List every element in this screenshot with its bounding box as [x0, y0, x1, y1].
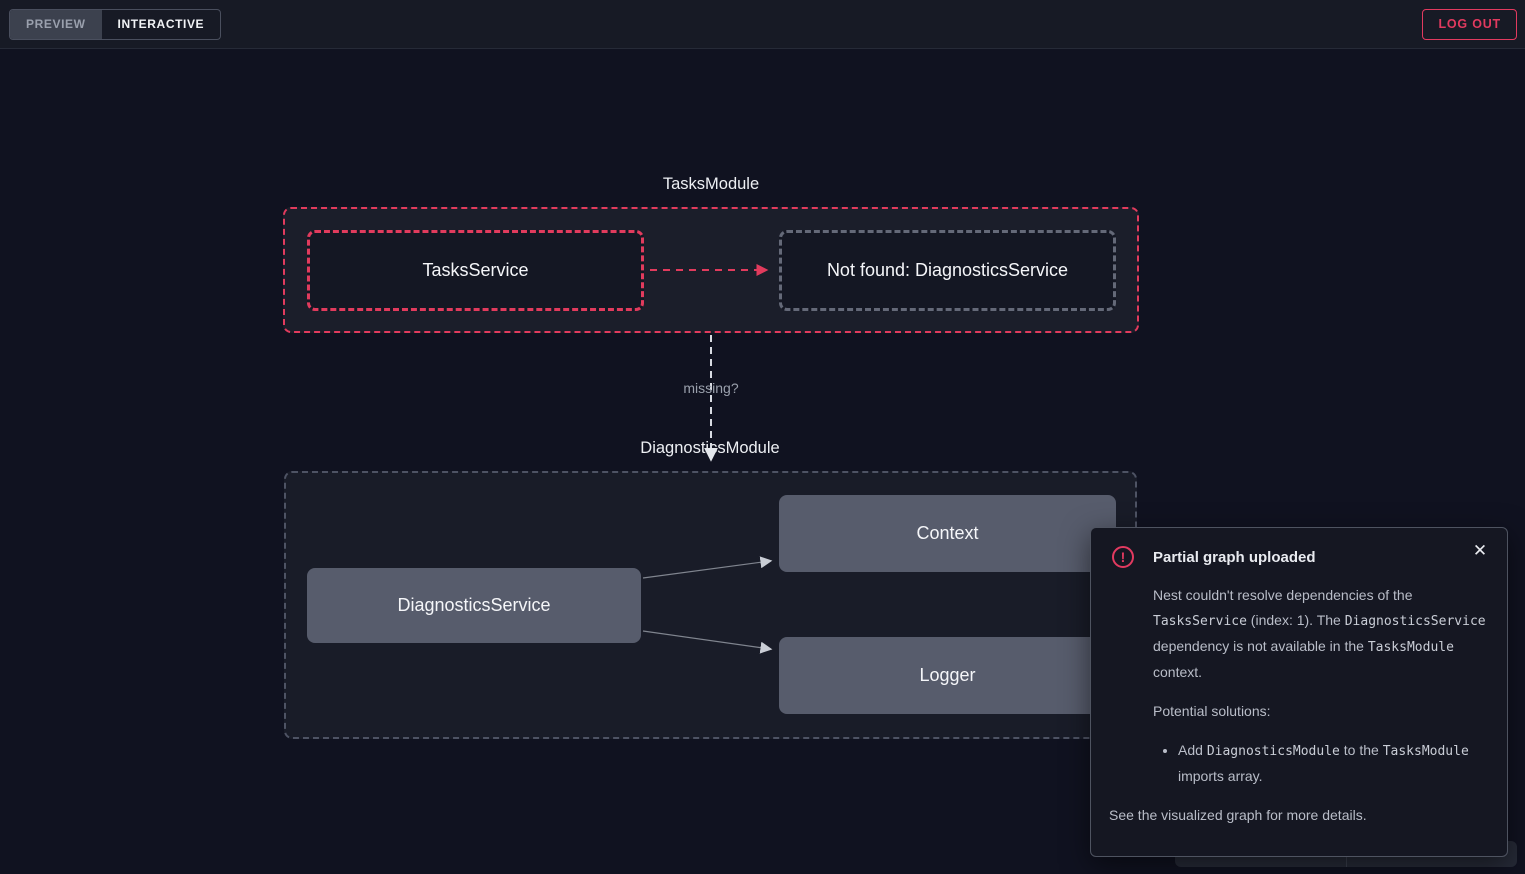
toast-solutions-heading: Potential solutions: — [1153, 703, 1271, 719]
code-diagnostics-service: DiagnosticsService — [1344, 614, 1486, 629]
close-icon[interactable]: ✕ — [1467, 538, 1493, 564]
toast-title: Partial graph uploaded — [1153, 549, 1316, 566]
missing-edge-label: missing? — [683, 380, 739, 396]
toast-footer-text: See the visualized graph for more detail… — [1109, 807, 1367, 823]
alert-circle-icon: ! — [1112, 546, 1134, 568]
diagnostics-module-title: DiagnosticsModule — [640, 439, 780, 457]
node-not-found-diagnostics-service[interactable]: Not found: DiagnosticsService — [779, 230, 1116, 311]
toast-solution-item: Add DiagnosticsModule to the TasksModule… — [1178, 738, 1489, 789]
top-bar: PREVIEW INTERACTIVE LOG OUT — [0, 0, 1525, 49]
interactive-tab[interactable]: INTERACTIVE — [102, 10, 221, 39]
node-diagnostics-service[interactable]: DiagnosticsService — [307, 568, 641, 643]
code-diagnostics-module: DiagnosticsModule — [1206, 744, 1340, 759]
view-mode-toggle: PREVIEW INTERACTIVE — [9, 8, 222, 40]
toast-partial-graph-uploaded: ✕ ! Partial graph uploaded Nest couldn't… — [1090, 527, 1508, 857]
toast-message: Nest couldn't resolve dependencies of th… — [1153, 587, 1486, 680]
graph-canvas[interactable]: TasksModule DiagnosticsModule missing? T… — [0, 49, 1525, 874]
tasks-module-title: TasksModule — [662, 175, 760, 193]
node-logger[interactable]: Logger — [779, 637, 1116, 714]
code-tasks-module: TasksModule — [1367, 640, 1454, 655]
node-context[interactable]: Context — [779, 495, 1116, 572]
code-tasks-service: TasksService — [1153, 614, 1247, 629]
node-tasks-service[interactable]: TasksService — [307, 230, 644, 311]
toast-solutions-list: Add DiagnosticsModule to the TasksModule… — [1178, 738, 1489, 789]
alert-icon-column: ! — [1109, 544, 1153, 568]
log-out-button[interactable]: LOG OUT — [1422, 8, 1517, 40]
code-tasks-module-2: TasksModule — [1382, 744, 1469, 759]
preview-tab[interactable]: PREVIEW — [10, 9, 102, 39]
